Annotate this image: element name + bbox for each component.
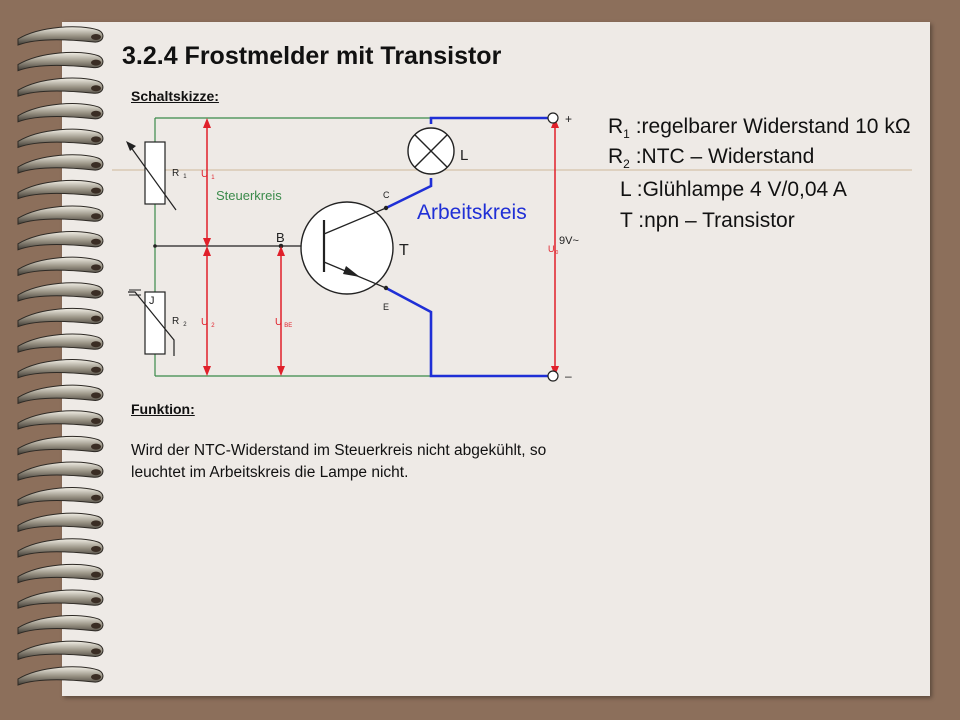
spiral-coil	[17, 512, 104, 533]
r1-adjust-arrow	[129, 145, 177, 211]
spiral-coil	[17, 231, 104, 251]
spiral-coil	[17, 461, 104, 481]
spiral-coil	[17, 26, 104, 46]
r1-arrow-head	[126, 141, 136, 151]
control-circuit-wires	[154, 117, 431, 377]
legend-row-r1: R1 :regelbarer Widerstand 10 kΩ	[608, 115, 911, 141]
lamp-symbol	[407, 127, 455, 175]
spiral-coil	[17, 359, 104, 379]
spiral-coil	[17, 307, 104, 328]
binding-hole	[91, 366, 101, 373]
binding-hole	[91, 622, 101, 629]
binding-hole	[91, 546, 101, 552]
u0-label: U0	[548, 244, 559, 256]
spiral-coil	[17, 77, 104, 97]
binding-hole	[91, 34, 101, 40]
ntc-characteristic-line	[128, 291, 175, 356]
binding-hole	[91, 213, 101, 220]
spiral-coil	[17, 666, 104, 686]
plus-label: +	[565, 112, 572, 126]
spiral-coil	[17, 128, 104, 149]
binding-hole	[91, 494, 101, 501]
spiral-coil	[17, 435, 104, 456]
spiral-coil	[17, 563, 104, 584]
plus-terminal	[547, 112, 559, 124]
funktion-heading: Funktion:	[131, 401, 195, 417]
binding-hole	[91, 187, 101, 194]
page-title: 3.2.4 Frostmelder mit Transistor	[122, 42, 502, 70]
legend-row-r2: R2 :NTC – Widerstand	[608, 145, 814, 171]
spiral-binding	[17, 26, 104, 686]
r2-ntc-resistor	[144, 291, 166, 355]
minus-label: –	[565, 369, 572, 383]
spiral-coil	[17, 615, 104, 635]
binding-hole	[91, 392, 101, 399]
spiral-coil	[17, 487, 104, 507]
minus-terminal	[547, 370, 559, 382]
work-circuit-wires	[385, 116, 553, 378]
function-description: Wird der NTC-Widerstand im Steuerkreis n…	[131, 442, 547, 481]
spiral-coil	[17, 384, 104, 405]
legend-row-t: T :npn – Transistor	[620, 209, 795, 232]
junction-dot	[153, 244, 157, 248]
schaltskizze-heading: Schaltskizze:	[131, 88, 219, 104]
binding-hole	[91, 162, 101, 168]
binding-hole	[91, 443, 101, 450]
steuerkreis-label: Steuerkreis	[216, 188, 282, 203]
base-label: B	[276, 230, 285, 245]
spiral-coil	[17, 256, 104, 277]
binding-hole	[91, 341, 101, 348]
binding-hole	[91, 238, 101, 245]
binding-hole	[91, 85, 101, 92]
ntc-temperature-arrows	[129, 289, 141, 296]
binding-hole	[91, 674, 101, 680]
binding-hole	[91, 597, 101, 604]
spiral-coil	[17, 103, 104, 123]
binding-hole	[91, 264, 101, 271]
spiral-coil	[17, 640, 104, 661]
binding-hole	[91, 136, 101, 143]
legend-row-l: L :Glühlampe 4 V/0,04 A	[620, 178, 847, 201]
binding-hole	[91, 648, 101, 655]
binding-hole	[91, 520, 101, 527]
arbeitskreis-label: Arbeitskreis	[417, 201, 527, 224]
spiral-coil	[17, 179, 104, 200]
transistor-label: T	[399, 242, 409, 259]
voltage-arrows	[203, 118, 559, 376]
component-legend: R1 :regelbarer Widerstand 10 kΩ R2 :NTC …	[608, 115, 911, 232]
spiral-coil	[17, 589, 104, 609]
binding-hole	[91, 418, 101, 424]
binding-hole	[91, 290, 101, 296]
binding-hole	[91, 469, 101, 476]
spiral-coil	[17, 282, 104, 302]
binding-hole	[91, 315, 101, 322]
spiral-coil	[17, 333, 104, 353]
transistor-symbol	[300, 201, 394, 295]
r1-resistor	[144, 141, 166, 205]
spiral-coil	[17, 51, 104, 72]
lamp-label: L	[460, 147, 468, 164]
supply-voltage-label: 9V~	[559, 235, 579, 247]
emitter-label: E	[383, 302, 389, 312]
binding-hole	[91, 110, 101, 117]
spiral-coil	[17, 154, 104, 174]
ntc-symbol-label: J	[149, 295, 155, 307]
binding-hole	[91, 571, 101, 578]
spiral-coil	[17, 538, 104, 558]
spiral-coil	[17, 410, 104, 430]
binding-hole	[91, 59, 101, 66]
collector-label: C	[383, 190, 390, 200]
spiral-coil	[17, 205, 104, 225]
